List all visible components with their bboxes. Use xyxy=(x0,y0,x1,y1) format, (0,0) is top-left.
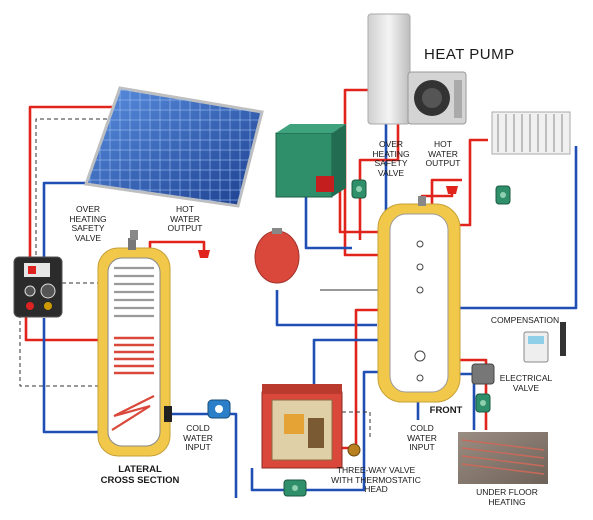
wood-boiler xyxy=(261,384,343,469)
heat-pump-label: HEAT PUMP xyxy=(424,46,515,63)
circulator-pump-1 xyxy=(351,179,367,199)
under-floor-heating-label: UNDER FLOOR HEATING xyxy=(476,487,538,507)
hot-water-output-label-left: HOT WATER OUTPUT xyxy=(167,204,203,233)
woodboiler-hot-pipe xyxy=(340,308,380,450)
electrical-valve-label: ELECTRICAL VALVE xyxy=(499,373,553,393)
solar-panel xyxy=(83,86,264,208)
coil-return-pipe xyxy=(42,318,100,434)
circulator-pump-3 xyxy=(475,393,491,413)
overheat-valve-label-left: OVER HEATING SAFETY VALVE xyxy=(69,204,107,243)
circulator-pump-4 xyxy=(283,479,307,497)
hot-tap-left xyxy=(198,250,210,258)
solar-return-pipe xyxy=(42,181,88,262)
expansion-vessel xyxy=(254,228,300,284)
overheat-valve-label-right: OVER HEATING SAFETY VALVE xyxy=(372,139,410,178)
right-storage-tank xyxy=(377,203,461,403)
safety-valve-right xyxy=(418,196,426,206)
electrical-valve xyxy=(471,363,495,385)
floor-return-pipe xyxy=(458,372,476,430)
left-storage-tank xyxy=(97,238,172,457)
solar-controller xyxy=(13,256,63,318)
woodboiler-blue-top xyxy=(312,338,380,386)
radiator xyxy=(491,111,571,155)
safety-valve-left xyxy=(130,230,138,240)
left-cold-input-pipe xyxy=(168,412,238,498)
heat-pump-indoor xyxy=(367,13,411,125)
three-way-valve xyxy=(347,443,361,457)
solar-hot-pipe xyxy=(28,105,128,262)
heat-pump-outdoor xyxy=(407,71,467,125)
compensation-controller xyxy=(523,322,566,363)
compensation-label: COMPENSATION xyxy=(490,315,560,325)
lateral-cross-section-label: LATERAL CROSS SECTION xyxy=(100,464,180,486)
controller-sensor-dashed xyxy=(19,300,100,387)
gas-boiler xyxy=(275,124,346,198)
underfloor-heating xyxy=(458,432,548,484)
hot-tap-right xyxy=(446,186,458,194)
heatpump-hot-pipe-2 xyxy=(358,120,400,240)
circulator-pump-2 xyxy=(495,185,511,205)
radiator-return-pipe xyxy=(455,146,578,310)
hot-water-output-label-right: HOT WATER OUTPUT xyxy=(425,139,461,168)
woodboiler-return-pipe xyxy=(250,370,380,492)
three-way-valve-label: THREE-WAY VALVE WITH THERMOSTATIC HEAD xyxy=(331,465,421,494)
front-label: FRONT xyxy=(429,405,463,416)
radiator-hot-pipe-top xyxy=(430,178,462,205)
cold-water-input-label-left: COLD WATER INPUT xyxy=(183,423,213,452)
cold-water-input-label-right: COLD WATER INPUT xyxy=(407,423,437,452)
boiler-return-pipe xyxy=(304,196,352,250)
expansion-pipe xyxy=(275,290,377,327)
water-meter xyxy=(207,399,231,419)
